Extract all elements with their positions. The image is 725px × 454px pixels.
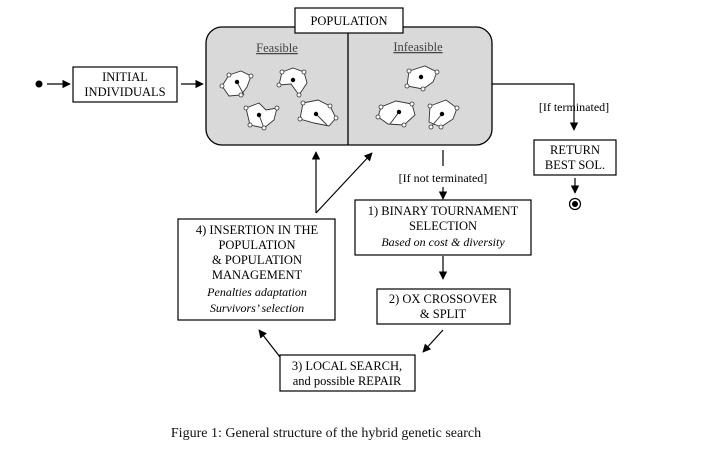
initial-individuals-line-2: INDIVIDUALS <box>84 85 165 99</box>
return-best-line-2: BEST SOL. <box>545 158 605 172</box>
population-panel: POPULATION Feasible Infeasible <box>205 7 493 146</box>
initial-individuals-node: INITIAL INDIVIDUALS <box>72 66 178 103</box>
end-node <box>568 197 582 211</box>
insertion-line-3: & POPULATION <box>212 253 302 267</box>
infeasible-individual <box>427 99 460 130</box>
crossover-node: 2) OX CROSSOVER & SPLIT <box>376 288 511 325</box>
selection-sub-1: Based on cost & diversity <box>381 235 505 249</box>
infeasible-individual <box>404 65 440 92</box>
population-title-box <box>294 7 404 34</box>
not-terminated-label: [If not terminated] <box>399 171 488 185</box>
edge-crossover-to-local-search <box>422 329 444 353</box>
return-best-node: RETURN BEST SOL. <box>533 139 617 176</box>
feasible-individual <box>219 70 254 98</box>
insertion-line-4: MANAGEMENT <box>212 268 303 282</box>
feasible-individual <box>276 67 308 98</box>
edge-population-to-return <box>492 83 579 131</box>
infeasible-individual <box>375 100 416 128</box>
local-search-node: 3) LOCAL SEARCH, and possible REPAIR <box>279 354 416 392</box>
edge-local-search-to-insertion <box>258 329 281 358</box>
selection-node: 1) BINARY TOURNAMENT SELECTION Based on … <box>354 199 532 256</box>
feasible-individual <box>297 99 339 127</box>
start-node <box>35 80 43 88</box>
selection-line-1: 1) BINARY TOURNAMENT <box>368 204 519 218</box>
return-best-line-1: RETURN <box>550 143 600 157</box>
feasible-individual <box>243 102 280 131</box>
figure-caption: Figure 1: General structure of the hybri… <box>171 426 481 441</box>
population-title: POPULATION <box>310 14 387 28</box>
insertion-node: 4) INSERTION IN THE POPULATION & POPULAT… <box>177 218 336 321</box>
local-search-line-1: 3) LOCAL SEARCH, <box>292 359 402 373</box>
edge-insertion-to-infeasible <box>315 152 373 214</box>
insertion-sub-2: Survivors’ selection <box>210 301 304 315</box>
feasible-label: Feasible <box>256 41 298 55</box>
infeasible-label: Infeasible <box>393 40 443 54</box>
selection-line-2: SELECTION <box>409 219 477 233</box>
initial-individuals-line-1: INITIAL <box>102 70 148 84</box>
crossover-line-1: 2) OX CROSSOVER <box>389 292 498 306</box>
population-box <box>205 26 493 146</box>
local-search-line-2: and possible REPAIR <box>293 374 402 388</box>
crossover-line-2: & SPLIT <box>420 307 467 321</box>
insertion-line-2: POPULATION <box>218 238 295 252</box>
insertion-line-1: 4) INSERTION IN THE <box>196 223 319 237</box>
terminated-label: [If terminated] <box>539 100 609 114</box>
insertion-sub-1: Penalties adaptation <box>206 285 307 299</box>
